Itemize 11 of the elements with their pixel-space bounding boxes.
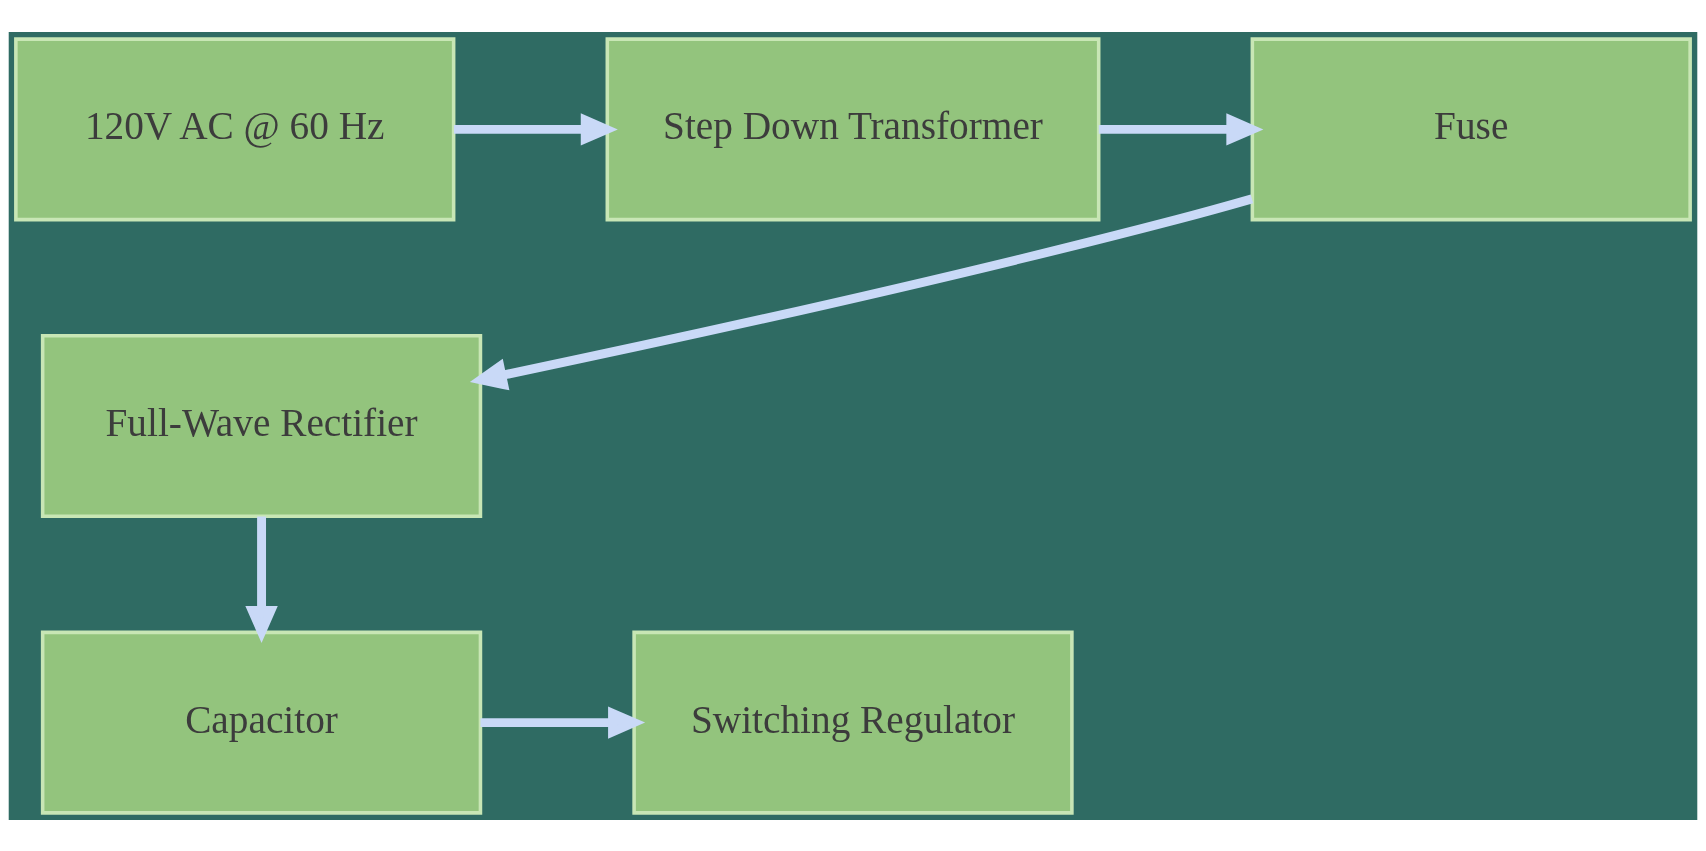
arrow: [1098, 112, 1264, 146]
arrow: [469, 194, 1254, 390]
node-box: Fuse: [1250, 36, 1692, 221]
arrow: [480, 705, 646, 739]
node-box: Switching Regulator: [632, 630, 1074, 815]
arrow: [245, 516, 278, 643]
node-box: Step Down Transformer: [605, 36, 1101, 221]
node-box: Capacitor: [40, 630, 483, 815]
node-box: 120V AC @ 60 Hz: [14, 36, 456, 221]
arrow: [453, 112, 618, 146]
node-box: Full-Wave Rectifier: [40, 333, 483, 518]
